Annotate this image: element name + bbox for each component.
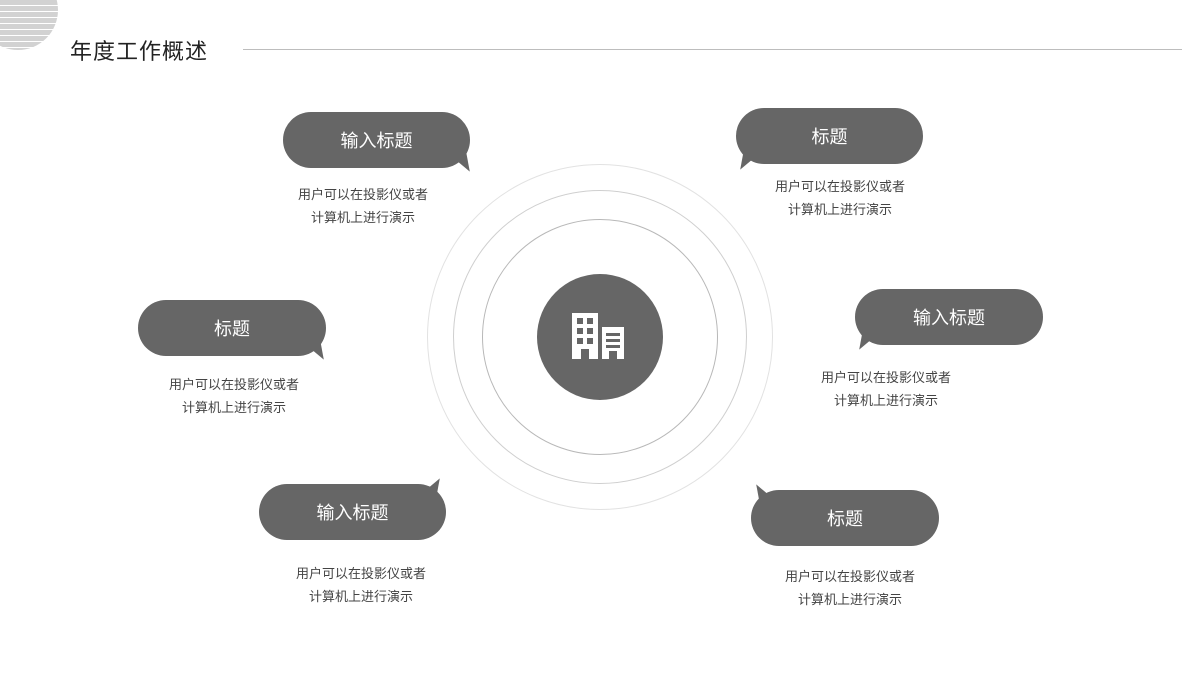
title-bubble[interactable]: 标题 xyxy=(751,490,939,546)
title-bubble[interactable]: 输入标题 xyxy=(855,289,1043,345)
bubble-title: 标题 xyxy=(214,319,250,340)
title-bubble[interactable]: 输入标题 xyxy=(259,484,446,540)
title-divider xyxy=(243,49,1182,50)
bubble-title: 输入标题 xyxy=(913,308,985,329)
bubble-tail xyxy=(302,335,328,365)
item-description: 用户可以在投影仪或者 计算机上进行演示 xyxy=(295,567,426,605)
title-bubble[interactable]: 输入标题 xyxy=(283,112,470,168)
decorative-striped-circle xyxy=(0,0,58,50)
item-description: 用户可以在投影仪或者 计算机上进行演示 xyxy=(168,378,299,416)
bubble-title: 输入标题 xyxy=(316,503,389,524)
center-circle xyxy=(537,274,663,400)
outer-ring xyxy=(427,164,773,510)
item-description: 用户可以在投影仪或者 计算机上进行演示 xyxy=(784,570,915,608)
title-bubble[interactable]: 标题 xyxy=(138,300,326,356)
building-icon xyxy=(572,313,624,359)
item-description: 用户可以在投影仪或者 计算机上进行演示 xyxy=(297,188,428,226)
page-title: 年度工作概述 xyxy=(70,40,209,65)
title-bubble[interactable]: 标题 xyxy=(736,108,923,164)
inner-ring xyxy=(482,219,718,455)
middle-ring xyxy=(453,190,747,484)
bubble-title: 标题 xyxy=(811,127,848,148)
item-description: 用户可以在投影仪或者 计算机上进行演示 xyxy=(820,371,951,409)
bubble-tail xyxy=(448,147,474,177)
bubble-title: 标题 xyxy=(827,509,863,530)
item-description: 用户可以在投影仪或者 计算机上进行演示 xyxy=(774,180,905,218)
bubble-title: 输入标题 xyxy=(340,131,413,152)
